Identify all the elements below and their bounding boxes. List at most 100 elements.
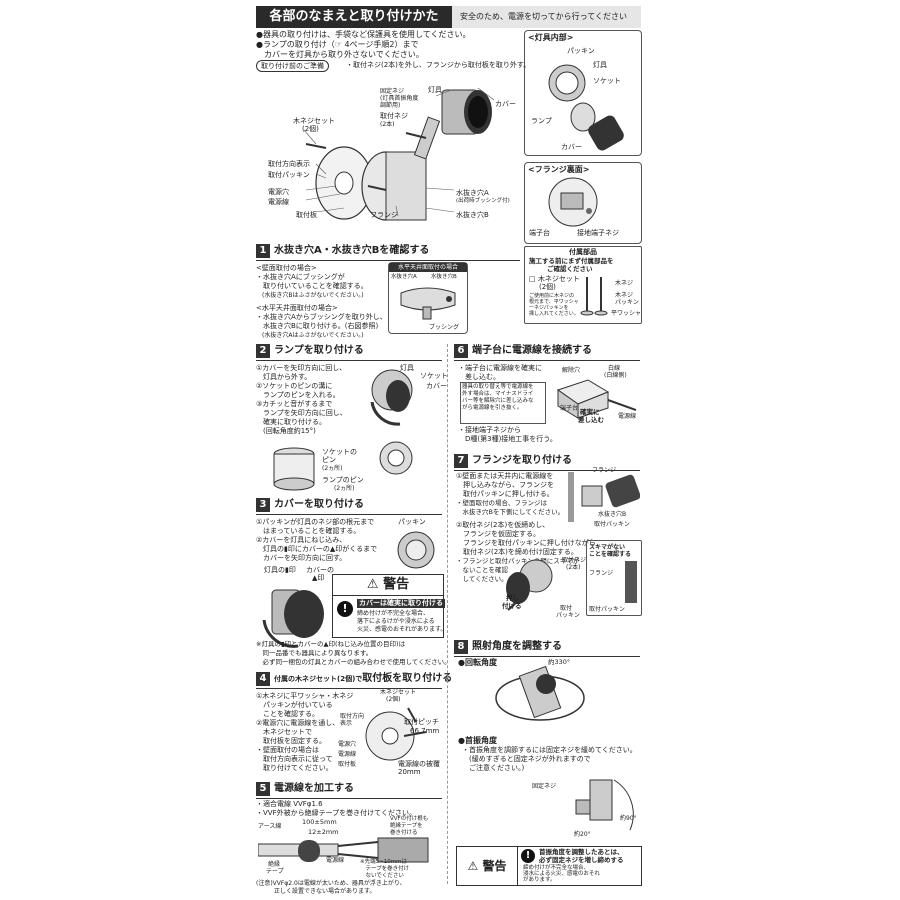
label-mount-screw: 取付ネジ bbox=[380, 112, 408, 120]
text-line: 確実に取り付ける。 bbox=[256, 418, 326, 426]
text-line: D種(第3種)接地工事を行う。 bbox=[458, 435, 557, 443]
step6-header: 6 端子台に電源線を接続する bbox=[454, 344, 640, 361]
label-screw-packing: 木ネジ bbox=[615, 292, 634, 299]
step1-fig-a: 水抜き穴A bbox=[391, 274, 417, 280]
step2-socket-figure bbox=[273, 447, 315, 491]
text-line: ①木ネジに平ワッシャ・木ネジ bbox=[256, 692, 354, 700]
step2-text: ①カバーを矢印方向に回し、 灯具から外す。 ②ソケットのピンの溝に ランプのピン… bbox=[256, 364, 347, 436]
step2-header: 2 ランプを取り付ける bbox=[256, 344, 442, 361]
inner-socket: ソケット bbox=[593, 77, 621, 85]
text-line: (水抜き穴Aはふさがないでください。) bbox=[256, 332, 364, 339]
step7-packing2: パッキン bbox=[556, 612, 580, 619]
text-line: 差し込む。 bbox=[458, 373, 500, 381]
step7-figure-top bbox=[568, 472, 640, 522]
step8-title: 照射角度を調整する bbox=[472, 641, 562, 652]
step4-coating: 電源線の被覆 bbox=[398, 760, 440, 768]
step6-wire: 電源線 bbox=[618, 413, 637, 420]
text-line: ・壁面取付の場合は bbox=[256, 746, 319, 754]
inner-lamp: ランプ bbox=[531, 117, 552, 125]
inner-box-title: <灯具内部> bbox=[528, 33, 574, 42]
step7-screws: 取付ネジ bbox=[562, 557, 587, 564]
label-wood-screw: 木ネジ bbox=[615, 280, 634, 287]
step5-tip: ないでください bbox=[360, 873, 404, 879]
step8-a20: 約20° bbox=[574, 831, 591, 838]
text-line: ・首振角度を調節するには固定ネジを緩めてください。 bbox=[462, 746, 637, 754]
step6-terminal: 端子台 bbox=[560, 405, 579, 412]
step3-text: ①パッキンが灯具のネジ部の根元まで はまっていることを確認する。 ②カバーを灯具… bbox=[256, 518, 377, 563]
step5-vvf: 絶縁テープを bbox=[390, 823, 423, 829]
safety-note: 安全のため、電源を切ってから行ってください bbox=[460, 12, 627, 21]
step2-socket-pin: ソケットの bbox=[322, 448, 357, 456]
warning-tilt-title: ⚠ 警告 bbox=[457, 847, 518, 885]
label-power-wire: 電源線 bbox=[268, 198, 289, 206]
step1-fig-title: 水平天井面取付の場合 bbox=[389, 263, 467, 272]
step7-gap: ことを確認する bbox=[589, 551, 632, 558]
step6-text-2: ・接地端子ネジから D種(第3種)接地工事を行う。 bbox=[458, 426, 557, 444]
step8-rotation-figure bbox=[495, 665, 585, 721]
text-line: 取り付いていることを確認する。 bbox=[256, 282, 368, 290]
warning-body: 火災、感電のおそれがあります。 bbox=[357, 626, 447, 633]
step5-dim2: 12±2mm bbox=[308, 828, 339, 836]
step5-dim1: 100±5mm bbox=[302, 818, 337, 826]
text-line: ①壁面または天井内に電源線を bbox=[456, 472, 554, 480]
step7-push: 押し bbox=[506, 594, 519, 602]
warning-title-text: 警告 bbox=[383, 577, 410, 592]
step2-number: 2 bbox=[256, 344, 270, 358]
prep-text: ・取付ネジ(2本)を外し、フランジから取付板を取り外す。 bbox=[346, 61, 531, 69]
step5-number: 5 bbox=[256, 782, 270, 796]
step4-number: 4 bbox=[256, 672, 270, 686]
inner-parts-figure bbox=[548, 64, 624, 151]
text-line: ・壁面取付の場合、フランジは bbox=[456, 499, 547, 507]
step3-note: ※灯具の▮印とカバーの▲印(ねじ込み位置の目印)は 同一品番でも器具により異なり… bbox=[256, 640, 451, 667]
step7-flange2: フランジ bbox=[589, 570, 614, 577]
step1-figure bbox=[400, 287, 456, 320]
text-line: ※灯具の▮印とカバーの▲印(ねじ込み位置の目印)は bbox=[256, 640, 406, 648]
step7-packing: 取付パッキン bbox=[594, 521, 630, 528]
step7-gap: スキマがない bbox=[589, 544, 626, 551]
prep-label: 取り付け前のご準備 bbox=[256, 60, 329, 72]
accessory-item-count: (2個) bbox=[539, 283, 556, 291]
step7-screws: (2本) bbox=[566, 564, 581, 571]
warning-tilt-body: があります。 bbox=[523, 877, 556, 883]
text-line: 木ネジセットで bbox=[256, 728, 312, 736]
step5-earth: アース線 bbox=[258, 823, 282, 830]
step8-text: ・首振角度を調節するには固定ネジを緩めてください。 (緩めすぎると固定ネジが外れ… bbox=[462, 746, 637, 773]
text-line: (注意)VVFφ2.0は電線が太いため、器具が浮き上がり、 bbox=[256, 880, 406, 887]
warning-cover-box: ⚠ 警告 ! カバーは確実に取り付ける 締め付けが不完全な場合、 落下によるけが… bbox=[332, 574, 447, 638]
step5-header: 5 電源線を加工する bbox=[256, 782, 442, 799]
text-line: 同一品番でも器具により異なります。 bbox=[256, 649, 373, 657]
intro-line: ●器具の取り付けは、手袋など保護具を使用してください。 bbox=[256, 30, 471, 39]
accessory-caution: ご使用前に木ネジの 根元まで、平ワッシャ ーネジパッキンを 挿し入れてください。 bbox=[529, 293, 579, 317]
step2-title: ランプを取り付ける bbox=[274, 345, 364, 356]
text-line: ②電源穴に電源線を通し、 bbox=[256, 719, 340, 727]
step7-text: ①壁面または天井内に電源線を 押し込みながら、フランジを 取付パッキンに押し付け… bbox=[456, 472, 596, 584]
step5-wire: 電源線 bbox=[326, 857, 345, 864]
step1-header: 1 水抜き穴A・水抜き穴Bを確認する bbox=[256, 244, 520, 261]
flange-ground-screw: 接地端子ネジ bbox=[577, 229, 619, 237]
step7-gap-box: スキマがない ことを確認する フランジ 取付パッキン bbox=[586, 540, 642, 616]
page-title: 各部のなまえと取り付けかた bbox=[256, 6, 452, 28]
page-header: 各部のなまえと取り付けかた 安全のため、電源を切ってから行ってください bbox=[256, 6, 641, 28]
text-line: フランジを仮固定する。 bbox=[456, 530, 540, 538]
inner-lamp-body: 灯具 bbox=[593, 61, 607, 69]
step8-number: 8 bbox=[454, 640, 468, 654]
step4-pitch-value: 66.7mm bbox=[410, 727, 440, 735]
step4-screw-set: 木ネジセット bbox=[380, 689, 417, 696]
label-screw-packing: パッキン bbox=[615, 299, 639, 306]
text-line: 取り付けてください。 bbox=[256, 764, 333, 772]
step3-title: カバーを取り付ける bbox=[274, 499, 364, 510]
step5-note: (注意)VVFφ2.0は電線が太いため、器具が浮き上がり、 正しく設置できない場… bbox=[256, 880, 406, 896]
text-line: 灯具から外す。 bbox=[256, 373, 312, 381]
step6-insert: 差し込む bbox=[578, 416, 604, 424]
label-drain-b: 水抜き穴B bbox=[456, 211, 489, 219]
text-line: 水抜き穴Bに取り付ける。(右図参照) bbox=[256, 322, 379, 330]
warning-body: 締め付けが不完全な場合、 bbox=[357, 610, 430, 617]
step6-text: ・端子台に電源線を確実に 差し込む。 bbox=[458, 364, 542, 382]
warning-head: カバーは確実に取り付ける bbox=[357, 599, 445, 608]
warning-title: ⚠ 警告 bbox=[333, 575, 443, 596]
intro-text: ●器具の取り付けは、手袋など保護具を使用してください。 ●ランプの取り付け（☞ … bbox=[256, 30, 471, 60]
step4-title: 付属の木ネジセット(2個)で取付板を取り付ける bbox=[274, 672, 452, 686]
text-line: カバーを矢印方向に回す。 bbox=[256, 554, 347, 562]
text-line: ・端子台に電源線を確実に bbox=[458, 364, 542, 372]
step8-tilt: ●首振角度 bbox=[458, 736, 497, 745]
